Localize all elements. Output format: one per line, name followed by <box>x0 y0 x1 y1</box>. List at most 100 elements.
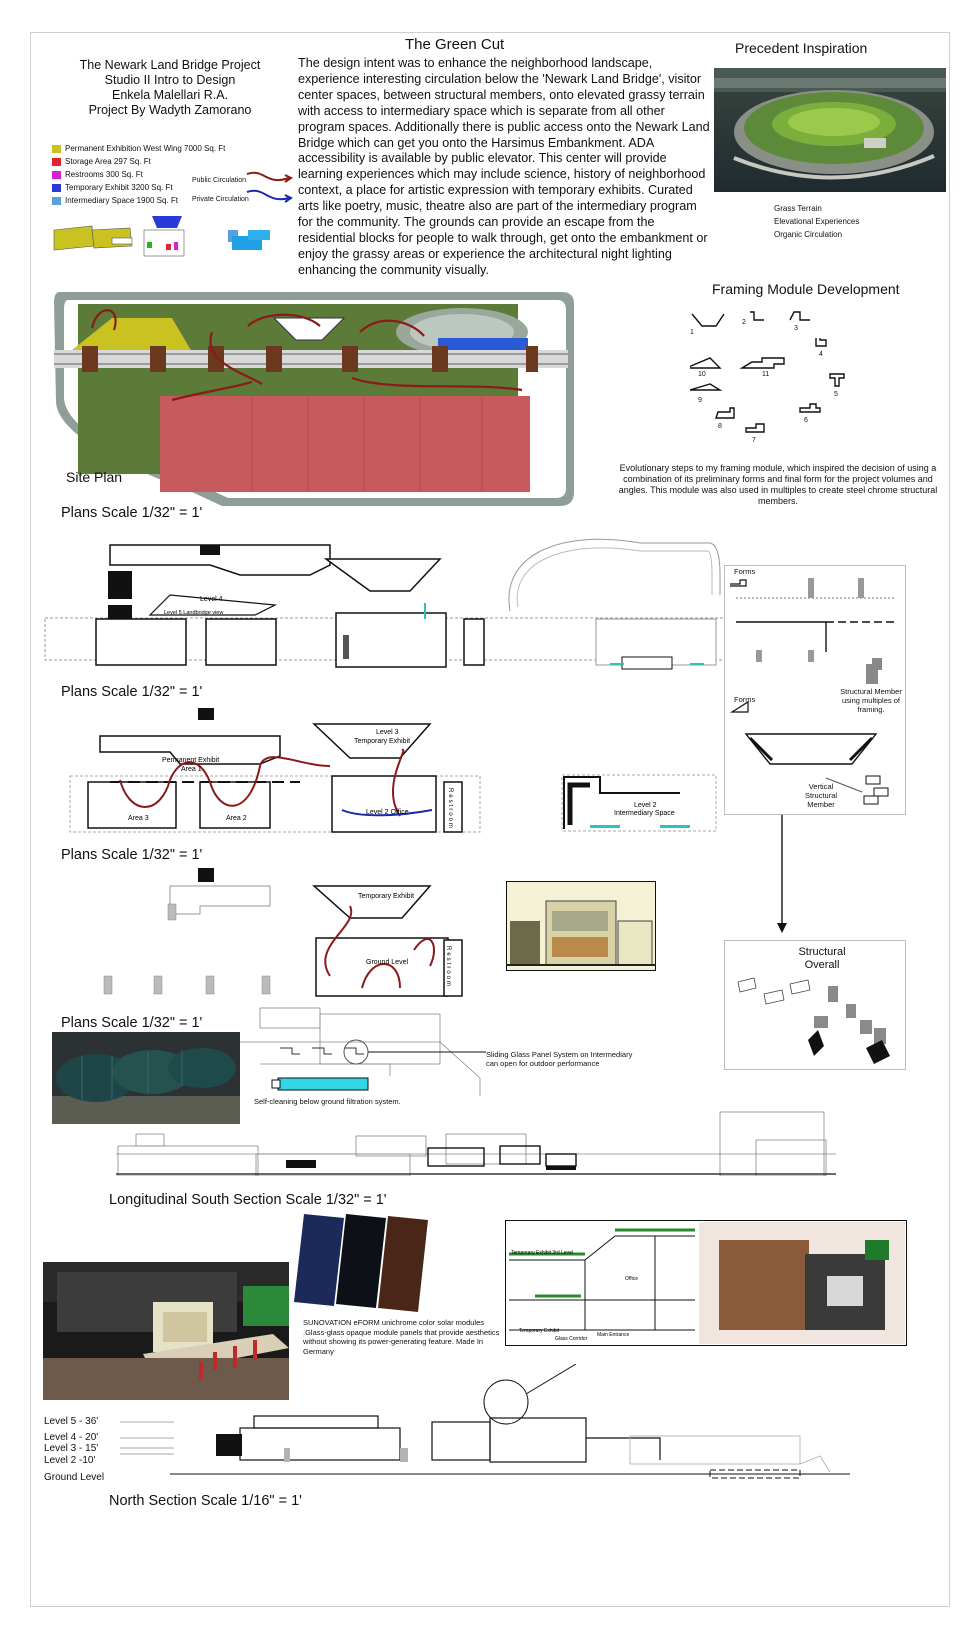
legend-item: Temporary Exhibit 3200 Sq. Ft <box>52 181 225 194</box>
framing-description: Evolutionary steps to my framing module,… <box>618 463 938 506</box>
plan-level-2-intermediary: Level 2 Intermediary Space <box>561 774 717 832</box>
model-label: Main Entrance <box>597 1332 629 1338</box>
title-line: Project By Wadyth Zamorano <box>88 103 252 117</box>
legend-swatch <box>52 170 61 179</box>
level-height: Ground Level <box>44 1472 105 1483</box>
intro-title: The Green Cut <box>405 36 505 53</box>
legend-swatch <box>52 196 61 205</box>
site-plan-drawing: Site Plan <box>54 292 574 506</box>
sliding-glass-caption: Sliding Glass Panel System on Intermedia… <box>486 1050 633 1068</box>
precedent-title: Precedent Inspiration <box>735 40 868 56</box>
section-render-thumbnail <box>506 881 656 971</box>
area3-label: Area 3 <box>128 815 149 822</box>
level-height: Level 3 - 15' <box>44 1443 99 1454</box>
framing-number: 9 <box>698 397 702 404</box>
level-height: Level 4 - 20' <box>44 1431 99 1443</box>
temporary-exhibit-label: Temporary Exhibit <box>354 738 410 745</box>
intermediary-space-label: Intermediary Space <box>614 810 675 817</box>
level2-office-label: Level 2 Office <box>366 809 409 816</box>
circulation-arrows-icon <box>246 171 293 203</box>
title-line: The Newark Land Bridge Project <box>79 58 261 72</box>
framing-number: 10 <box>698 371 706 378</box>
legend-swatch <box>52 183 61 192</box>
precedent-photo <box>714 68 946 192</box>
forms-label: Forms <box>734 695 756 704</box>
legend-item: Permanent Exhibition West Wing 7000 Sq. … <box>52 142 225 155</box>
legend-item: Intermediary Space 1900 Sq. Ft <box>52 194 225 207</box>
framing-number: 7 <box>752 437 756 444</box>
page-frame <box>30 32 950 1607</box>
framing-evolution-diagram: 1 2 3 4 5 6 7 8 9 10 11 <box>690 311 845 444</box>
program-legend: Permanent Exhibition West Wing 7000 Sq. … <box>52 142 225 207</box>
site-plan-label: Site Plan <box>66 469 122 485</box>
note-item: Organic Circulation <box>774 230 843 239</box>
legend-item: Storage Area 297 Sq. Ft <box>52 155 225 168</box>
framing-title: Framing Module Development <box>712 281 900 297</box>
plan-scale-label: Plans Scale 1/32" = 1' <box>61 505 203 521</box>
level-height: Level 2 -10' <box>44 1454 96 1466</box>
private-circulation-label: Private Circulation <box>192 196 249 203</box>
program-massing-diagram <box>53 216 270 257</box>
level3-label: Level 3 <box>376 729 399 736</box>
model-label: Office <box>625 1276 638 1282</box>
framing-number: 2 <box>742 319 746 326</box>
framing-number: 4 <box>819 351 823 358</box>
precedent-notes: Grass Terrain Elevational Experiences Or… <box>774 202 859 241</box>
note-item: Grass Terrain <box>774 204 822 213</box>
note-item: Elevational Experiences <box>774 217 860 226</box>
framing-number: 6 <box>804 417 808 424</box>
ground-temporary-exhibit-label: Temporary Exhibit <box>358 893 414 900</box>
framing-number: 8 <box>718 423 722 430</box>
structural-overall-title: Structural Overall <box>798 946 846 971</box>
down-arrow-icon <box>777 815 787 933</box>
restroom-label: Restroom <box>445 946 451 988</box>
model-label: Temporary Exhibit 3rd Level <box>511 1250 573 1256</box>
plan-level-3: Level 3 Temporary Exhibit Permanent Exhi… <box>69 708 481 833</box>
legend-swatch <box>52 157 61 166</box>
forms-label: Forms <box>734 567 756 576</box>
area2-label: Area 2 <box>226 815 247 822</box>
level4-label: Level 4 <box>200 596 223 603</box>
permanent-exhibit-label: Permanent Exhibit <box>162 757 219 764</box>
project-title-block: The Newark Land Bridge Project Studio II… <box>60 58 280 118</box>
plan-level-4: Level 4 Level 5 Landbridge view <box>44 538 726 670</box>
structural-member-label: Structural Member using multiples of fra… <box>840 687 902 714</box>
plan-ground-level: Temporary Exhibit Ground Level Restroom <box>103 868 463 997</box>
framing-number: 11 <box>762 371 769 378</box>
level5-view-label: Level 5 Landbridge view <box>164 610 223 616</box>
framing-number: 3 <box>794 325 798 332</box>
restroom-label: Restroom <box>447 788 453 830</box>
structural-member-diagram <box>729 578 896 805</box>
section-model-render: Temporary Exhibit 3rd Level Office Tempo… <box>505 1220 907 1346</box>
legend-item: Restrooms 300 Sq. Ft <box>52 168 225 181</box>
public-circulation-label: Public Circulation <box>192 177 247 184</box>
level2-label: Level 2 <box>634 802 657 809</box>
legend-swatch <box>52 144 61 153</box>
filtration-tank-photo <box>52 1032 240 1124</box>
filtration-caption: Self-cleaning below ground filtration sy… <box>254 1097 401 1106</box>
solar-module-samples <box>294 1214 428 1312</box>
plan-scale-label: Plans Scale 1/32" = 1' <box>61 684 203 700</box>
longitudinal-section-label: Longitudinal South Section Scale 1/32" =… <box>109 1192 387 1208</box>
longitudinal-section-drawing <box>116 1111 836 1176</box>
exterior-night-render <box>43 1262 289 1400</box>
solar-module-caption: SUNOVATION eFORM unichrome color solar m… <box>303 1318 500 1356</box>
north-section-label: North Section Scale 1/16" = 1' <box>109 1493 302 1509</box>
model-label: Temporary Exhibit <box>519 1328 560 1334</box>
vertical-member-label: Vertical Structural Member <box>804 782 838 809</box>
glass-panel-section <box>240 1007 486 1096</box>
plan-scale-label: Plans Scale 1/32" = 1' <box>61 1015 203 1031</box>
north-section-drawing <box>120 1364 850 1479</box>
structural-member-panel <box>724 565 906 815</box>
plan-scale-label: Plans Scale 1/32" = 1' <box>61 847 203 863</box>
model-label: Glass Corridor <box>555 1336 588 1342</box>
ground-level-label: Ground Level <box>366 959 408 966</box>
title-line: Enkela Malellari R.A. <box>111 88 228 102</box>
framing-number: 5 <box>834 391 838 398</box>
framing-number: 1 <box>690 329 694 336</box>
intro-paragraph: The design intent was to enhance the nei… <box>298 56 710 277</box>
level-height: Level 5 - 36' <box>44 1416 99 1427</box>
title-line: Studio II Intro to Design <box>104 73 236 87</box>
level-heights-list: Level 5 - 36' Level 4 - 20' Level 3 - 15… <box>44 1416 104 1484</box>
area1-label: Area 1 <box>181 766 202 773</box>
